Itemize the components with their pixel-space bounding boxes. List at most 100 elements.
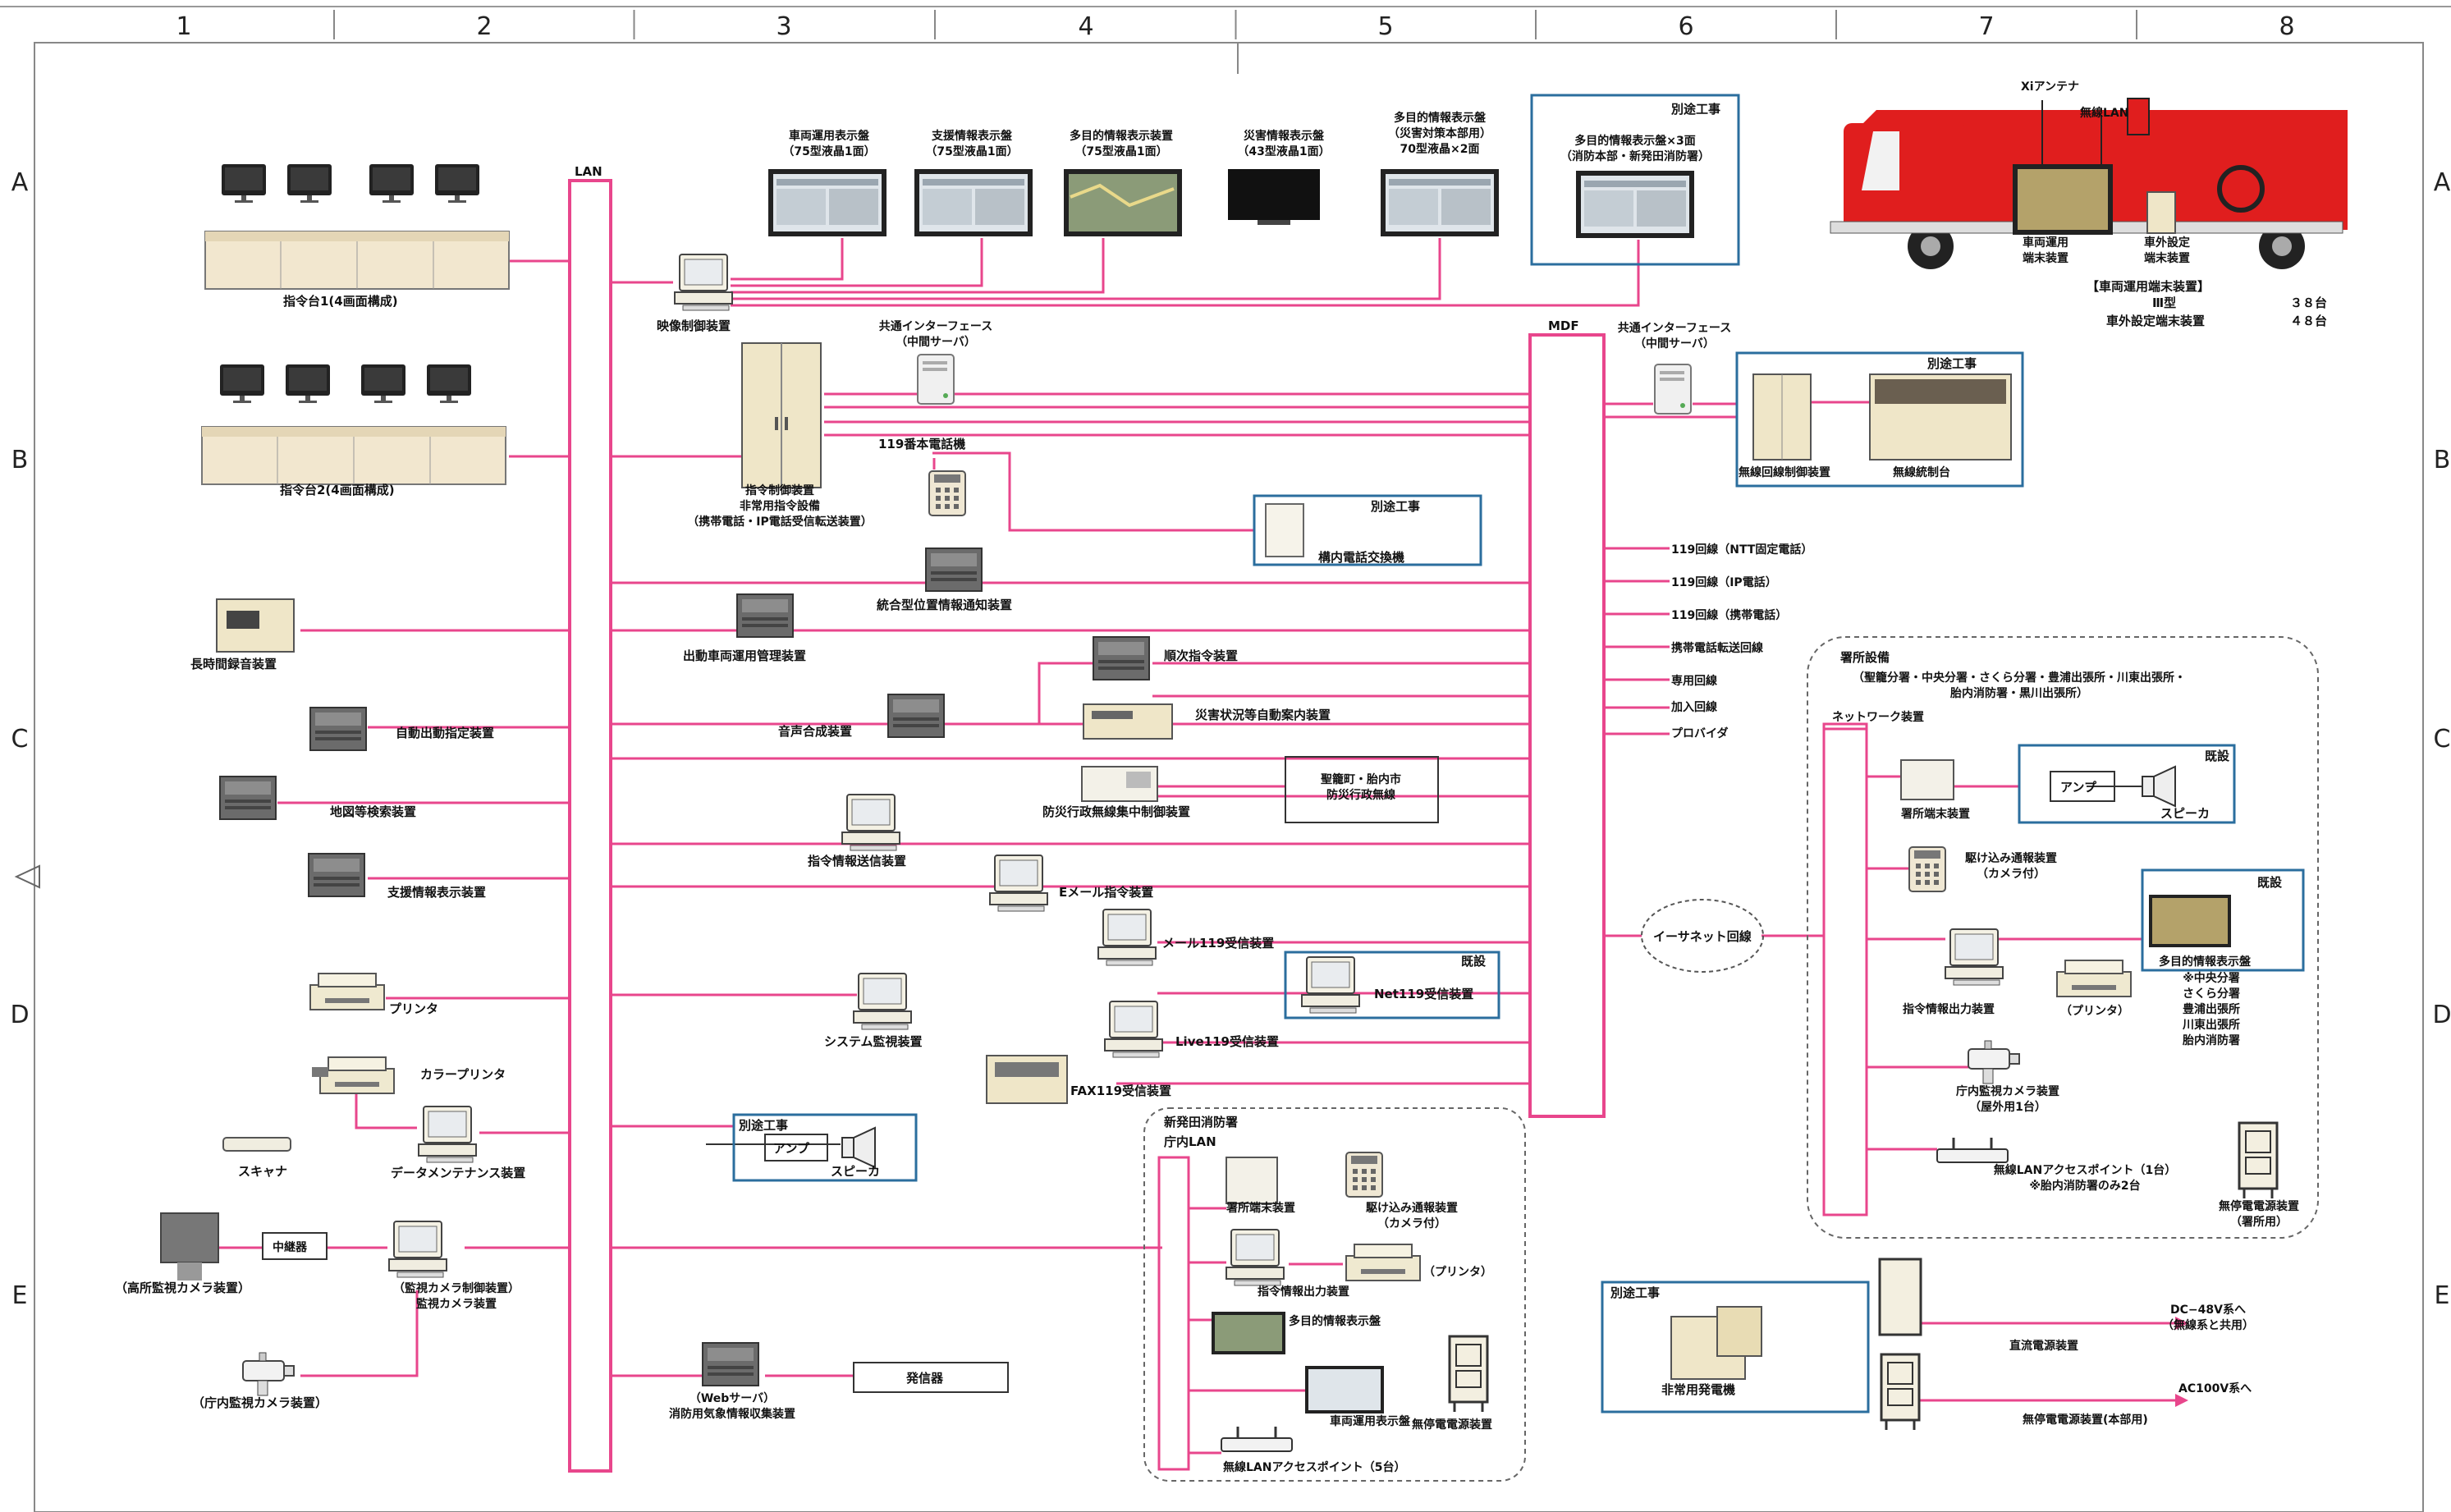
center-device-1-label: 出動車両運用管理装置 [683, 648, 806, 663]
lan-bus: LAN [568, 164, 612, 1473]
stations-net: ネットワーク装置 [1832, 710, 1924, 724]
power-tag: 別途工事 [1610, 1285, 1660, 1300]
grid-row-A-right: A [2434, 168, 2451, 197]
displays-2-label-label: 多目的情報表示装置（75型液晶1面） [1070, 129, 1173, 158]
grid-row-C-right: C [2434, 725, 2451, 754]
station-item-2: 指令情報出力装置 [1903, 1002, 1995, 1016]
stations-disp_note-label: ※中央分署さくら分署豊浦出張所川東出張所胎内消防署 [2182, 971, 2240, 1047]
grid-row-D-right: D [2432, 1001, 2451, 1029]
power-ups: 無停電電源装置(本部用) [2023, 1413, 2148, 1427]
display-separate-box: 別途工事 多目的情報表示盤×3面（消防本部・新発田消防署） [1530, 94, 1740, 266]
truck-terminal-label: 車両運用端末装置 [2023, 236, 2068, 265]
grid-col-5: 5 [1377, 12, 1393, 41]
ethernet-node: イーサネット回線 [1641, 899, 1764, 973]
power-dc: 直流電源装置 [2009, 1339, 2078, 1353]
shibata-item-0: 署所端末装置 [1226, 1201, 1295, 1215]
center-device-2-label: 順次指令装置 [1163, 648, 1238, 663]
shibata-item-7: 無線LANアクセスポイント（5台） [1223, 1460, 1406, 1474]
power-gen: 非常用発電機 [1661, 1382, 1735, 1397]
stations-title: 署所設備 [1839, 650, 1890, 665]
truck-spec-count-1: ４８台 [2290, 314, 2327, 328]
truck-wlan-label: 無線LAN [2080, 106, 2128, 120]
left-device-8-label: （高所監視カメラ装置） [115, 1281, 250, 1295]
display-disaster: 災害情報表示盤（43型液晶1面） [1228, 129, 1331, 225]
line-label-6: プロバイダ [1671, 726, 1728, 740]
grid-row-E-right: E [2435, 1281, 2450, 1310]
common_if_right-label: 共通インターフェース（中間サーバ） [1618, 321, 1731, 351]
left_devices-10-label: （監視カメラ制御装置）監視カメラ装置 [393, 1281, 520, 1311]
grid-row-B-left: B [11, 446, 29, 474]
line-label-1: 119回線（IP電話） [1671, 575, 1777, 589]
left-device-9-label: 中継器 [273, 1240, 308, 1254]
station-item-0: 署所端末装置 [1900, 807, 1970, 821]
displays-1-label-label: 支援情報表示盤（75型液晶1面） [925, 129, 1018, 158]
display-support: 支援情報表示盤（75型液晶1面） [914, 129, 1033, 236]
left-device-7-label: データメンテナンス装置 [391, 1166, 525, 1180]
pbx-box: 別途工事 構内電話交換機 [1253, 494, 1482, 566]
fire-truck: Xiアンテナ 無線LAN 車両運用端末装置 車外設定端末装置 【車両運用端末装置… [1830, 80, 2348, 328]
center-device-11-label: FAX119受信装置 [1070, 1084, 1171, 1098]
left-device-6-label: スキャナ [238, 1164, 287, 1179]
station-item-3: （プリンタ） [2060, 1005, 2129, 1018]
station-spk: スピーカ [2160, 806, 2210, 821]
line-label-0: 119回線（NTT固定電話） [1671, 543, 1812, 557]
musen-box: 聖籠町・胎内市防災行政無線 [1285, 756, 1439, 823]
shibata-item-3: （プリンタ） [1423, 1266, 1492, 1279]
left-devices: 長時間録音装置 自動出動指定装置 地図等検索装置 支援情報表示装置 プリンタ カ… [115, 598, 525, 1410]
video-ctrl-label: 映像制御装置 [657, 318, 731, 333]
shibata-title: 新発田消防署 [1164, 1115, 1238, 1129]
center-devices: 統合型位置情報通知装置 出動車両運用管理装置 順次指令装置 音声合成装置 災害状… [669, 548, 1331, 1421]
shibata-item-4: 多目的情報表示盤 [1289, 1314, 1381, 1328]
radio-tag: 別途工事 [1926, 356, 1977, 371]
displays-0-label-label: 車両運用表示盤（75型液晶1面） [782, 129, 875, 158]
amp-box-left: 別途工事 アンプ スピーカ [732, 1113, 918, 1182]
center-device-5-label: 防災行政無線集中制御装置 [1042, 804, 1190, 819]
grid-col-6: 6 [1678, 12, 1693, 41]
separate_display-label-label: 多目的情報表示盤×3面（消防本部・新発田消防署） [1560, 134, 1710, 163]
separate-display-tag: 別途工事 [1670, 102, 1720, 117]
display-hq: 多目的情報表示盤（災害対策本部用）70型液晶×2面 [1381, 111, 1499, 236]
spk-left-label: スピーカ [831, 1164, 880, 1179]
display-multipurpose: 多目的情報表示装置（75型液晶1面） [1064, 129, 1182, 236]
displays-4-label-label: 多目的情報表示盤（災害対策本部用）70型液晶×2面 [1388, 111, 1491, 156]
center-device-6-label: 指令情報送信装置 [808, 854, 906, 868]
left-device-3-label: 支援情報表示装置 [387, 885, 486, 900]
console-1: 指令台1(4画面構成) [204, 164, 510, 309]
line-label-3: 携帯電話転送回線 [1671, 641, 1763, 655]
lan-label: LAN [575, 164, 602, 179]
radio-box: 別途工事 無線回線制御装置 無線統制台 [1735, 351, 2024, 488]
center-device-4-label: 災害状況等自動案内装置 [1195, 708, 1331, 722]
power-group: 別途工事 非常用発電機 直流電源装置 DC−48V系へ（無線系と共用） 無停電電… [1601, 1258, 2254, 1432]
displays-3-label-label: 災害情報表示盤（43型液晶1面） [1237, 129, 1330, 158]
console-1-label: 指令台1(4画面構成) [283, 294, 398, 309]
musen-label: 聖籠町・胎内市防災行政無線 [1321, 772, 1401, 802]
center-device-13-label: 発信器 [905, 1371, 944, 1386]
stations-items-1-label: 駆け込み通報装置（カメラ付） [1965, 851, 2057, 881]
shibata-item-5: 車両運用表示盤 [1330, 1414, 1411, 1428]
center-device-9-label: システム監視装置 [824, 1034, 923, 1049]
station-amp-tag: 既設 [2205, 749, 2230, 763]
console-2: 指令台2(4画面構成) [201, 364, 506, 497]
truck-ext-label: 車外設定端末装置 [2144, 236, 2190, 265]
arrow-heads [2175, 1317, 2188, 1407]
line-label-4: 専用回線 [1671, 674, 1717, 688]
cmd_ctrl-label: 指令制御装置非常用指令設備（携帯電話・IP電話受信転送装置） [687, 483, 872, 529]
pbx-tag: 別途工事 [1370, 499, 1420, 514]
stations-subtitle-label: （聖籠分署・中央分署・さくら分署・豊浦出張所・川東出張所・胎内消防署・黒川出張所… [1853, 671, 2186, 700]
pbx-label: 構内電話交換機 [1318, 550, 1404, 565]
phone119-label: 119番本電話機 [878, 437, 965, 451]
grid-row-E-left: E [12, 1281, 28, 1310]
stations-items-4-label: 庁内監視カメラ装置（屋外用1台） [1956, 1084, 2059, 1114]
center-device-8-label: メール119受信装置 [1162, 936, 1274, 951]
grid-col-8: 8 [2279, 12, 2294, 41]
truck-spec-name-0: Ⅲ型 [2152, 296, 2176, 310]
command-controller: 指令制御装置非常用指令設備（携帯電話・IP電話受信転送装置） [687, 342, 873, 529]
shibata-items-1-label: 駆け込み通報装置（カメラ付） [1366, 1201, 1458, 1230]
center-device-7-label: Eメール指令装置 [1059, 885, 1153, 900]
mdf-label: MDF [1548, 318, 1579, 333]
common-interface-left: 共通インターフェース（中間サーバ） [879, 319, 992, 405]
radio-desk-label: 無線統制台 [1893, 465, 1950, 479]
video-controller: 映像制御装置 [657, 254, 733, 333]
grid-col-4: 4 [1078, 12, 1093, 41]
